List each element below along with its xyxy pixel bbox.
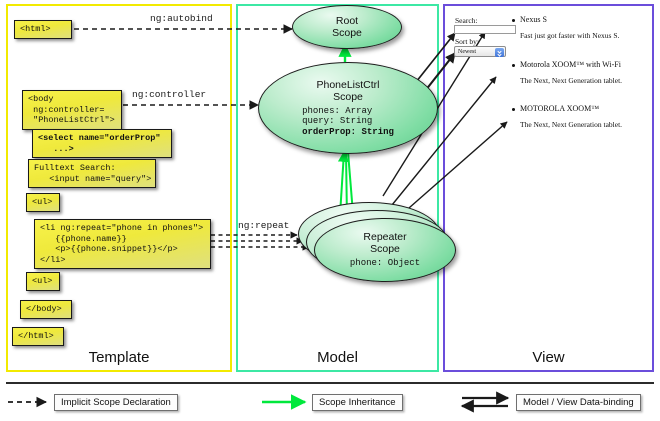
view-content: Search: Sort by: Newest Nexus S Fast jus… [443,4,654,372]
legend: Implicit Scope Declaration Scope Inherit… [0,378,660,421]
legend-divider [6,382,654,384]
scope-ctrl-props-plain: phones: Array query: String [302,105,373,127]
list-item[interactable]: Motorola XOOM™ with Wi-Fi The Next, Next… [511,60,646,85]
phone-name: MOTOROLA XOOM™ [511,104,646,113]
phone-snippet: The Next, Next Generation tablet. [520,120,623,129]
edge-label-ng-controller: ng:controller [132,89,207,100]
code-box-body-close: </body> [20,300,72,319]
scope-repeater: Repeater Scope phone: Object [314,218,456,282]
panel-view-label: View [532,349,565,366]
code-box-ul-close: <ul> [26,272,60,291]
scope-root: Root Scope [292,5,402,49]
legend-item-data-binding: Model / View Data-binding [516,394,641,411]
code-box-html-close: </html> [12,327,64,346]
code-box-fulltext-search: Fulltext Search: <input name="query"> [28,159,156,188]
scope-ctrl-props-bold: orderProp: String [302,126,394,137]
edge-label-ng-repeat: ng:repeat [238,220,290,231]
code-box-body-open: <body ng:controller= "PhoneListCtrl"> [22,90,122,130]
view-search-label: Search: [455,16,478,25]
phone-name: Motorola XOOM™ with Wi-Fi [511,60,646,69]
code-box-select-tag: <select name="orderProp" ...> [32,129,172,158]
code-box-html-open: <html> [14,20,72,39]
panel-template-label: Template [88,349,150,366]
view-sort-select[interactable]: Newest [454,46,506,57]
panel-model-label: Model [317,349,358,366]
phone-name: Nexus S [511,15,646,24]
scope-ctrl-title-2: Scope [333,90,363,103]
phone-snippet: Fast just got faster with Nexus S. [520,31,620,40]
code-box-ul-open: <ul> [26,193,60,212]
chevron-updown-icon [495,48,504,57]
scope-repeater-title-1: Repeater [363,231,407,244]
list-item[interactable]: MOTOROLA XOOM™ The Next, Next Generation… [511,104,646,129]
edge-label-ng-autobind: ng:autobind [150,13,213,24]
scope-repeater-props: phone: Object [349,258,421,269]
list-item[interactable]: Nexus S Fast just got faster with Nexus … [511,15,646,40]
scope-phonelistctrl: PhoneListCtrl Scope phones: Array query:… [258,62,438,154]
scope-root-title-2: Scope [332,27,362,39]
scope-ctrl-title-1: PhoneListCtrl [316,78,380,91]
code-box-li-repeat: <li ng:repeat="phone in phones"> {{phone… [34,219,211,269]
view-search-input[interactable] [454,25,516,34]
legend-item-implicit-scope: Implicit Scope Declaration [54,394,178,411]
scope-root-title-1: Root [335,15,359,27]
legend-item-scope-inheritance: Scope Inheritance [312,394,403,411]
panel-model: Model [236,4,439,372]
scope-repeater-title-2: Scope [370,243,400,256]
view-sort-label: Sort by: [455,37,479,46]
view-sort-selected-value: Newest [458,49,476,55]
phone-snippet: The Next, Next Generation tablet. [520,76,623,85]
